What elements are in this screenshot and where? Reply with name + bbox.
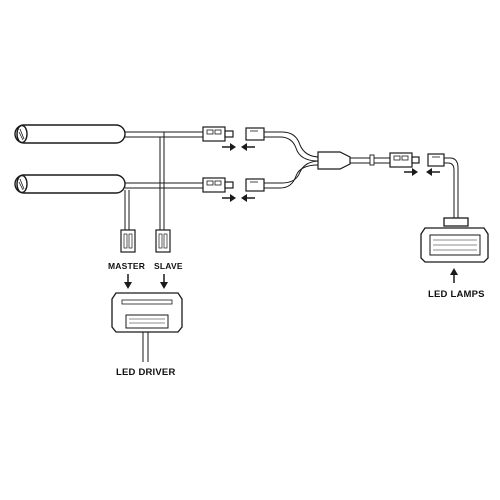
- arrow-up-lamps: [450, 268, 458, 283]
- arrow-right-output: [404, 168, 418, 176]
- connector-plug-output: [389, 152, 420, 168]
- led-bar-2: [14, 174, 126, 194]
- arrow-right-bottom: [222, 194, 236, 202]
- arrow-down-master: [124, 274, 132, 289]
- led-driver-label: LED DRIVER: [116, 367, 176, 378]
- slave-plug: [155, 229, 171, 253]
- lamp-wire: [444, 157, 459, 222]
- arrow-right-top: [222, 143, 236, 151]
- led-lamps-label: LED LAMPS: [428, 289, 485, 300]
- led-lamps-box: [420, 217, 489, 263]
- arrow-down-slave: [160, 274, 168, 289]
- wires-bar-1: [125, 131, 205, 232]
- connector-socket-lamp: [427, 153, 445, 167]
- led-bar-1: [14, 124, 126, 144]
- connector-plug-top: [202, 126, 234, 142]
- connector-socket-bottom: [245, 178, 265, 192]
- wires-bar-2: [124, 182, 205, 232]
- master-label: MASTER: [108, 261, 146, 271]
- connector-plug-bottom: [202, 177, 234, 193]
- y-splitter-body: [317, 151, 351, 170]
- splitter-output-wire: [350, 154, 392, 166]
- master-plug: [120, 229, 136, 253]
- arrow-left-bottom: [241, 194, 255, 202]
- connector-socket-top: [245, 127, 265, 141]
- y-splitter-wires: [264, 131, 321, 189]
- led-driver-box: [111, 292, 183, 333]
- arrow-left-top: [241, 143, 255, 151]
- driver-cable: [142, 332, 149, 362]
- arrow-left-output: [426, 168, 440, 176]
- arrows: [124, 143, 458, 289]
- slave-label: SLAVE: [154, 261, 183, 271]
